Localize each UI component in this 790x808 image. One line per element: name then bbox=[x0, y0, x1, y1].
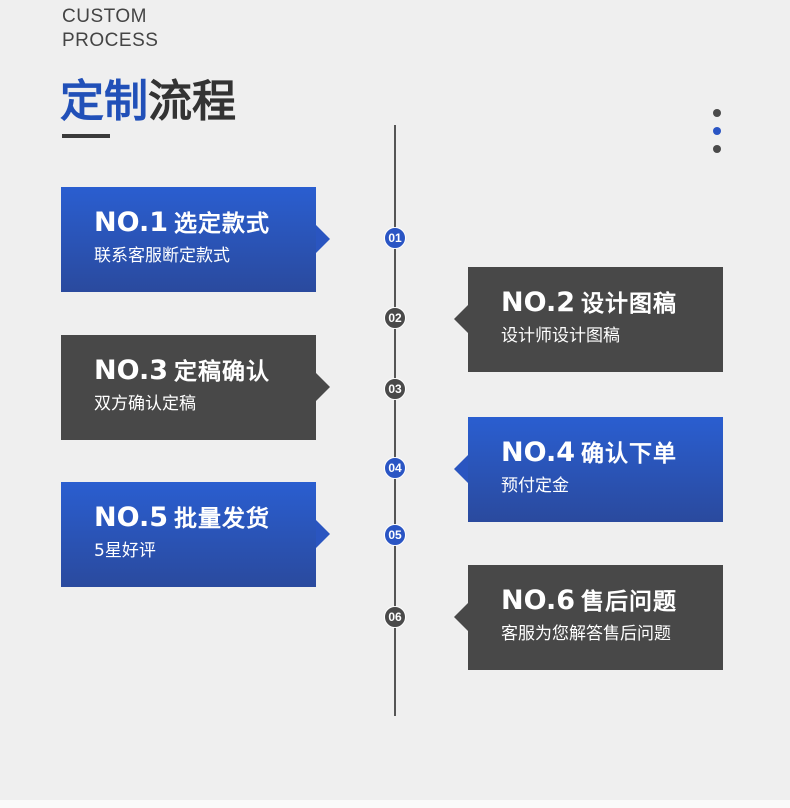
step-number: NO.6 bbox=[501, 585, 575, 616]
header-english: CUSTOM PROCESS bbox=[62, 5, 158, 53]
page-title: 定制流程 bbox=[60, 74, 236, 130]
step-name: 选定款式 bbox=[174, 211, 270, 237]
timeline-node-06: 06 bbox=[384, 606, 406, 628]
step-description: 设计师设计图稿 bbox=[501, 326, 620, 346]
step-number: NO.4 bbox=[501, 437, 575, 468]
step-description: 客服为您解答售后问题 bbox=[501, 624, 671, 644]
dot-icon bbox=[713, 109, 721, 117]
step-description: 5星好评 bbox=[94, 541, 156, 561]
page-title-dark: 流程 bbox=[148, 76, 236, 127]
dot-icon bbox=[713, 127, 721, 135]
step-name: 设计图稿 bbox=[581, 291, 677, 317]
step-name: 定稿确认 bbox=[174, 359, 270, 385]
timeline-node-02: 02 bbox=[384, 307, 406, 329]
timeline-node-03: 03 bbox=[384, 378, 406, 400]
step-number: NO.5 bbox=[94, 502, 168, 533]
step-number: NO.3 bbox=[94, 355, 168, 386]
step-number: NO.1 bbox=[94, 207, 168, 238]
step-name: 售后问题 bbox=[581, 589, 677, 615]
step-description: 双方确认定稿 bbox=[94, 394, 196, 414]
header-english-line1: CUSTOM bbox=[62, 6, 147, 27]
step-description: 联系客服断定款式 bbox=[94, 246, 230, 266]
bottom-strip bbox=[0, 800, 790, 808]
timeline-node-01: 01 bbox=[384, 227, 406, 249]
step-number: NO.2 bbox=[501, 287, 575, 318]
page-title-blue: 定制 bbox=[60, 76, 148, 127]
timeline-line bbox=[394, 125, 396, 716]
step-name: 批量发货 bbox=[174, 506, 270, 532]
header-english-line2: PROCESS bbox=[62, 30, 159, 51]
title-underline bbox=[62, 134, 110, 138]
dot-icon bbox=[713, 145, 721, 153]
step-description: 预付定金 bbox=[501, 476, 569, 496]
timeline-node-05: 05 bbox=[384, 524, 406, 546]
more-dots-icon bbox=[713, 109, 721, 163]
step-name: 确认下单 bbox=[581, 441, 677, 467]
timeline-node-04: 04 bbox=[384, 457, 406, 479]
